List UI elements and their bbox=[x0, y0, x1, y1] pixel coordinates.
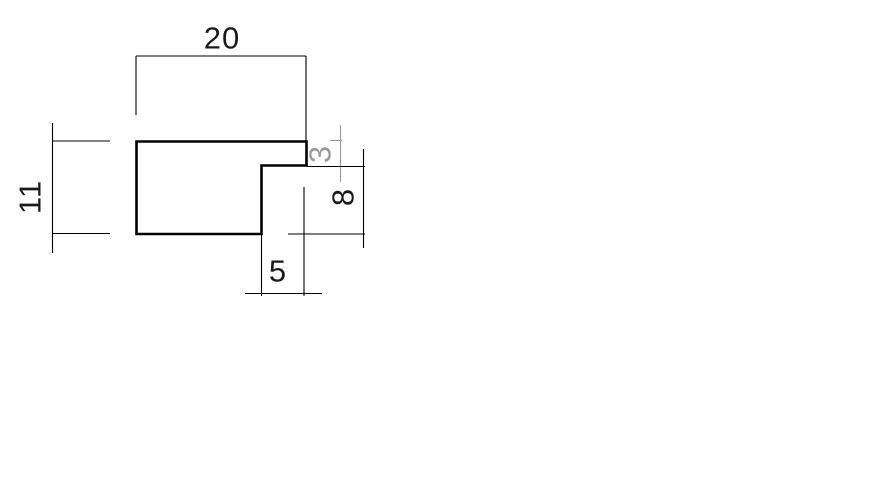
dim-5-label: 5 bbox=[268, 253, 288, 289]
dim-8-label: 8 bbox=[325, 187, 361, 207]
dim-3-label: 3 bbox=[302, 144, 338, 164]
part-outline bbox=[135, 140, 308, 236]
dim-20-label: 20 bbox=[203, 20, 241, 56]
dim-11-label: 11 bbox=[12, 179, 48, 215]
